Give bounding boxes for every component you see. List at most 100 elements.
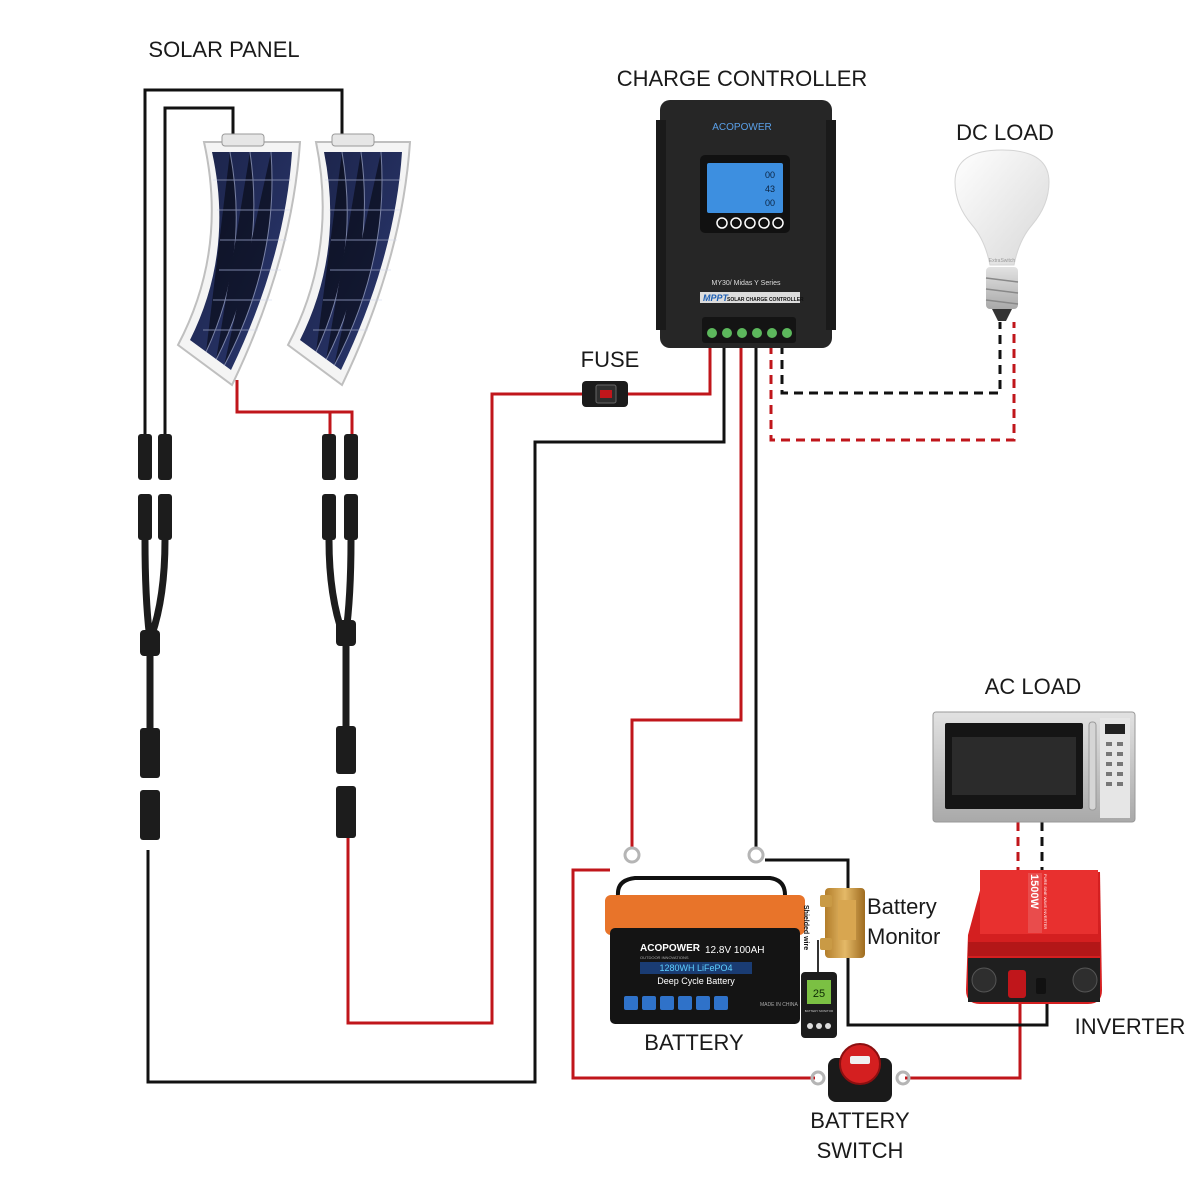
controller-mppt-strip [700,292,800,303]
solar-panel-2 [286,133,412,387]
bulb-glass [954,149,1050,266]
solar-panel-label: SOLAR PANEL [148,37,299,62]
monitor-display-value: 25 [813,988,825,1000]
cert-icon [714,996,728,1010]
controller-button[interactable] [744,217,756,229]
controller-side-fin-left [656,120,666,330]
charge-controller-label: CHARGE CONTROLLER [617,66,868,91]
controller-terminal-block [702,317,796,343]
inverter: 1500W PURE SINE WAVE INVERTER [966,870,1102,1004]
dc-load-negative-wire [780,322,1002,395]
monitor-button[interactable] [816,1023,822,1029]
battery-handle [615,876,787,896]
mc4-connector [158,434,172,480]
controller-button[interactable] [758,217,770,229]
fuse [582,381,628,407]
microwave-key[interactable] [1117,772,1123,776]
microwave-keypad [1106,742,1123,786]
battery-to-switch-wire [571,868,815,1080]
microwave-key[interactable] [1106,752,1112,756]
microwave-control-panel [1100,718,1130,818]
mc4-connector [138,434,152,480]
microwave-key[interactable] [1106,742,1112,746]
ac-load-microwave [932,711,1136,823]
microwave-display [1105,724,1125,734]
controller-brand: ACOPOWER [712,122,771,133]
switch-ring-terminal-right [895,1070,911,1086]
inverter-top-face [980,870,1098,934]
battery-certification-icons [624,996,728,1010]
battery-energy: 1280WH LiFePO4 [659,963,732,973]
controller-button[interactable] [730,217,742,229]
dc-load-positive-wire [769,322,1016,442]
cert-icon [642,996,656,1010]
monitor-button[interactable] [807,1023,813,1029]
cert-icon [678,996,692,1010]
shunt-to-inverter-wire [846,955,1049,1027]
monitor-device-label: BATTERY MONITOR [805,1009,834,1013]
cert-icon [624,996,638,1010]
cert-icon [660,996,674,1010]
inverter-subtitle: PURE SINE WAVE INVERTER [1043,874,1048,929]
monitor-cable-label: Shielded wire [802,905,809,950]
controller-subtitle: SOLAR CHARGE CONTROLLER [727,297,804,303]
fuse-to-controller-wire [628,342,712,396]
mc4-connector [344,494,358,540]
terminal-screw [767,328,777,338]
panel1-lead-outer [143,88,344,440]
switch-to-inverter-wire [905,1000,1022,1080]
microwave-key[interactable] [1117,762,1123,766]
mc4-connector [322,494,336,540]
microwave-key[interactable] [1106,762,1112,766]
microwave-key[interactable] [1106,772,1112,776]
battery-made-in: MADE IN CHINA [760,1002,798,1008]
battery-monitor-label-line1: Battery [867,894,937,919]
bulb-thread [985,299,1019,305]
y-branch-hub [140,630,160,656]
mc4-connectors-left [138,434,172,840]
mc4-connector [140,790,160,840]
lcd-line-3: 00 [765,198,775,208]
bulb-base [986,267,1018,309]
battery-monitor-label-line2: Monitor [867,924,940,949]
inverter-fan-left [971,967,997,993]
battery-body [610,928,800,1024]
dc-load-bulb: ExtraSwitch [954,149,1050,321]
fuse-element [600,390,612,398]
dc-load-label: DC LOAD [956,120,1054,145]
charge-controller: ACOPOWER 00 43 00 MY30/ Midas Y Series M… [656,100,836,348]
mc4-connector [322,434,336,480]
battery-top-cover [605,895,805,935]
microwave-key[interactable] [1106,782,1112,786]
ac-load-label: AC LOAD [985,674,1082,699]
monitor-button[interactable] [825,1023,831,1029]
panel2-grid [313,151,401,367]
battery-ring-terminal-negative [747,846,765,864]
terminal-screw [782,328,792,338]
controller-button[interactable] [772,217,784,229]
pv-positive-wire [346,392,582,1025]
mc4-connectors-right [322,434,358,838]
controller-side-fin-right [826,120,836,330]
battery-spec: 12.8V 100AH [705,945,765,956]
microwave-key[interactable] [1117,742,1123,746]
monitor-screen [807,980,831,1004]
inverter-rating: 1500W [1028,874,1040,909]
lcd-line-1: 00 [765,170,775,180]
microwave-key[interactable] [1117,782,1123,786]
inverter-terminal-positive [1008,970,1026,998]
battery-ring-terminal-positive [623,846,641,864]
inverter-terminal-negative [1036,978,1046,994]
shunt-terminal-bottom [820,938,832,950]
battery-switch-label-line2: SWITCH [817,1138,904,1163]
mc4-connector [158,494,172,540]
controller-button[interactable] [716,217,728,229]
panel-series-red-link [235,380,354,440]
inverter-fan-right [1072,967,1098,993]
inverter-label-strip [1028,873,1042,933]
inverter-label: INVERTER [1075,1014,1186,1039]
bulb-thread [985,277,1019,283]
microwave-key[interactable] [1117,752,1123,756]
pv-negative-wire [146,342,726,1084]
controller-lcd [707,163,783,213]
